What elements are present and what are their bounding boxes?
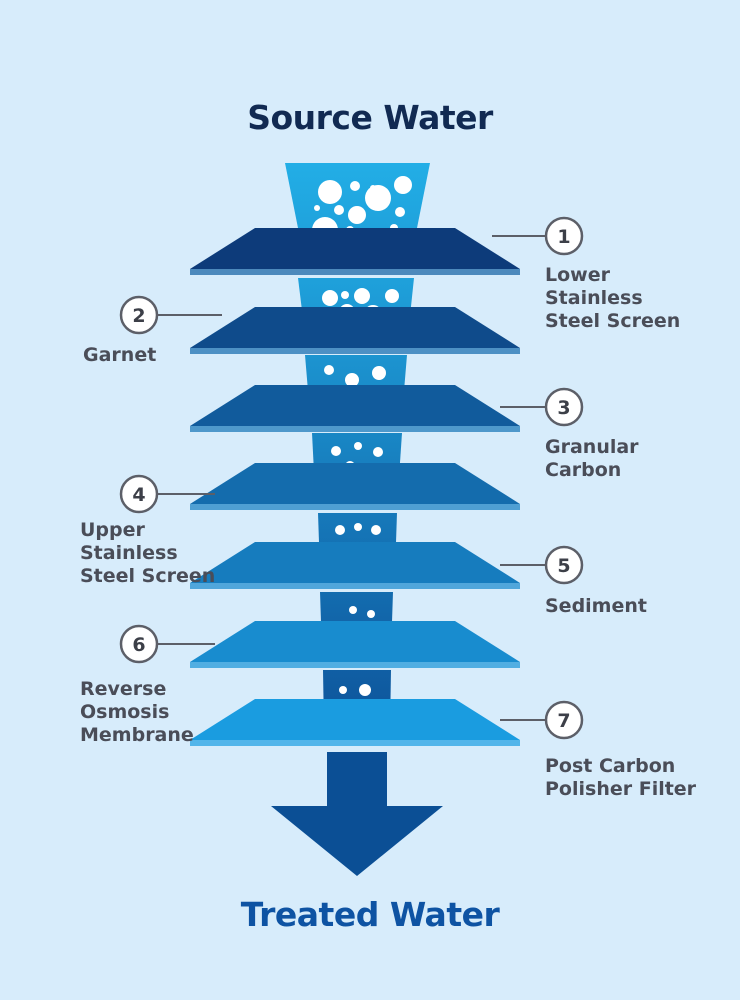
bubble-1-8 xyxy=(334,205,344,215)
callout-circle-5 xyxy=(544,545,584,585)
layer-label-4: Upper Stainless Steel Screen xyxy=(80,519,216,587)
filter-plate-4 xyxy=(190,463,520,504)
callout-number-1: 1 xyxy=(557,226,570,248)
filter-plate-6 xyxy=(190,621,520,662)
bubble-6-1 xyxy=(349,606,357,614)
layer-label-6: Reverse Osmosis Membrane xyxy=(80,678,194,746)
bubble-2-2 xyxy=(354,288,370,304)
layer-label-7: Post Carbon Polisher Filter xyxy=(545,755,697,800)
filter-plate-2 xyxy=(190,307,520,348)
bubble-1-2 xyxy=(350,181,360,191)
bubble-6-2 xyxy=(367,610,375,618)
bubble-1-1 xyxy=(318,180,342,204)
filter-plate-edge-6 xyxy=(190,662,520,668)
filter-plate-edge-7 xyxy=(190,740,520,746)
filter-plate-3 xyxy=(190,385,520,426)
bubble-5-1 xyxy=(335,525,345,535)
bubble-2-8 xyxy=(341,291,349,299)
callout-circle-4 xyxy=(119,474,159,514)
callout-circle-6 xyxy=(119,624,159,664)
callout-circle-3 xyxy=(544,387,584,427)
bubble-1-3 xyxy=(365,185,391,211)
bubble-1-9 xyxy=(395,207,405,217)
bubble-2-3 xyxy=(385,289,399,303)
bubble-5-2 xyxy=(354,523,362,531)
callout-number-2: 2 xyxy=(132,305,145,327)
bubble-7-1 xyxy=(339,686,347,694)
filter-plate-edge-4 xyxy=(190,504,520,510)
layer-label-2: Garnet xyxy=(83,344,157,366)
callout-number-7: 7 xyxy=(557,710,570,732)
down-arrow xyxy=(271,752,443,876)
filter-plate-1 xyxy=(190,228,520,269)
bubble-1-4 xyxy=(394,176,412,194)
filter-plate-5 xyxy=(190,542,520,583)
filter-plate-edge-5 xyxy=(190,583,520,589)
bubble-3-2 xyxy=(345,373,359,387)
filter-plate-7 xyxy=(190,699,520,740)
callout-circle-7 xyxy=(544,700,584,740)
treated-water-title: Treated Water xyxy=(240,895,500,934)
bubble-5-3 xyxy=(371,525,381,535)
layer-label-5: Sediment xyxy=(545,595,647,617)
filter-plate-edge-3 xyxy=(190,426,520,432)
callout-circle-1 xyxy=(544,216,584,256)
filter-plate-edge-1 xyxy=(190,269,520,275)
callout-number-6: 6 xyxy=(132,634,145,656)
bubble-2-1 xyxy=(322,290,338,306)
bubble-3-1 xyxy=(324,365,334,375)
callout-circle-2 xyxy=(119,295,159,335)
filter-chamber-1 xyxy=(285,163,430,238)
layer-label-3: Granular Carbon xyxy=(545,436,639,481)
bubble-1-14 xyxy=(314,205,320,211)
bubble-1-13 xyxy=(370,185,376,191)
layer-label-1: Lower Stainless Steel Screen xyxy=(545,264,681,332)
callout-number-4: 4 xyxy=(132,484,145,506)
bubble-3-3 xyxy=(372,366,386,380)
bubble-1-6 xyxy=(348,206,366,224)
bubble-7-2 xyxy=(359,684,371,696)
bubble-4-3 xyxy=(373,447,383,457)
filter-plate-edge-2 xyxy=(190,348,520,354)
source-water-title: Source Water xyxy=(247,98,493,137)
callout-number-3: 3 xyxy=(557,397,570,419)
callout-number-5: 5 xyxy=(557,555,570,577)
bubble-4-2 xyxy=(354,442,362,450)
bubble-4-1 xyxy=(331,446,341,456)
